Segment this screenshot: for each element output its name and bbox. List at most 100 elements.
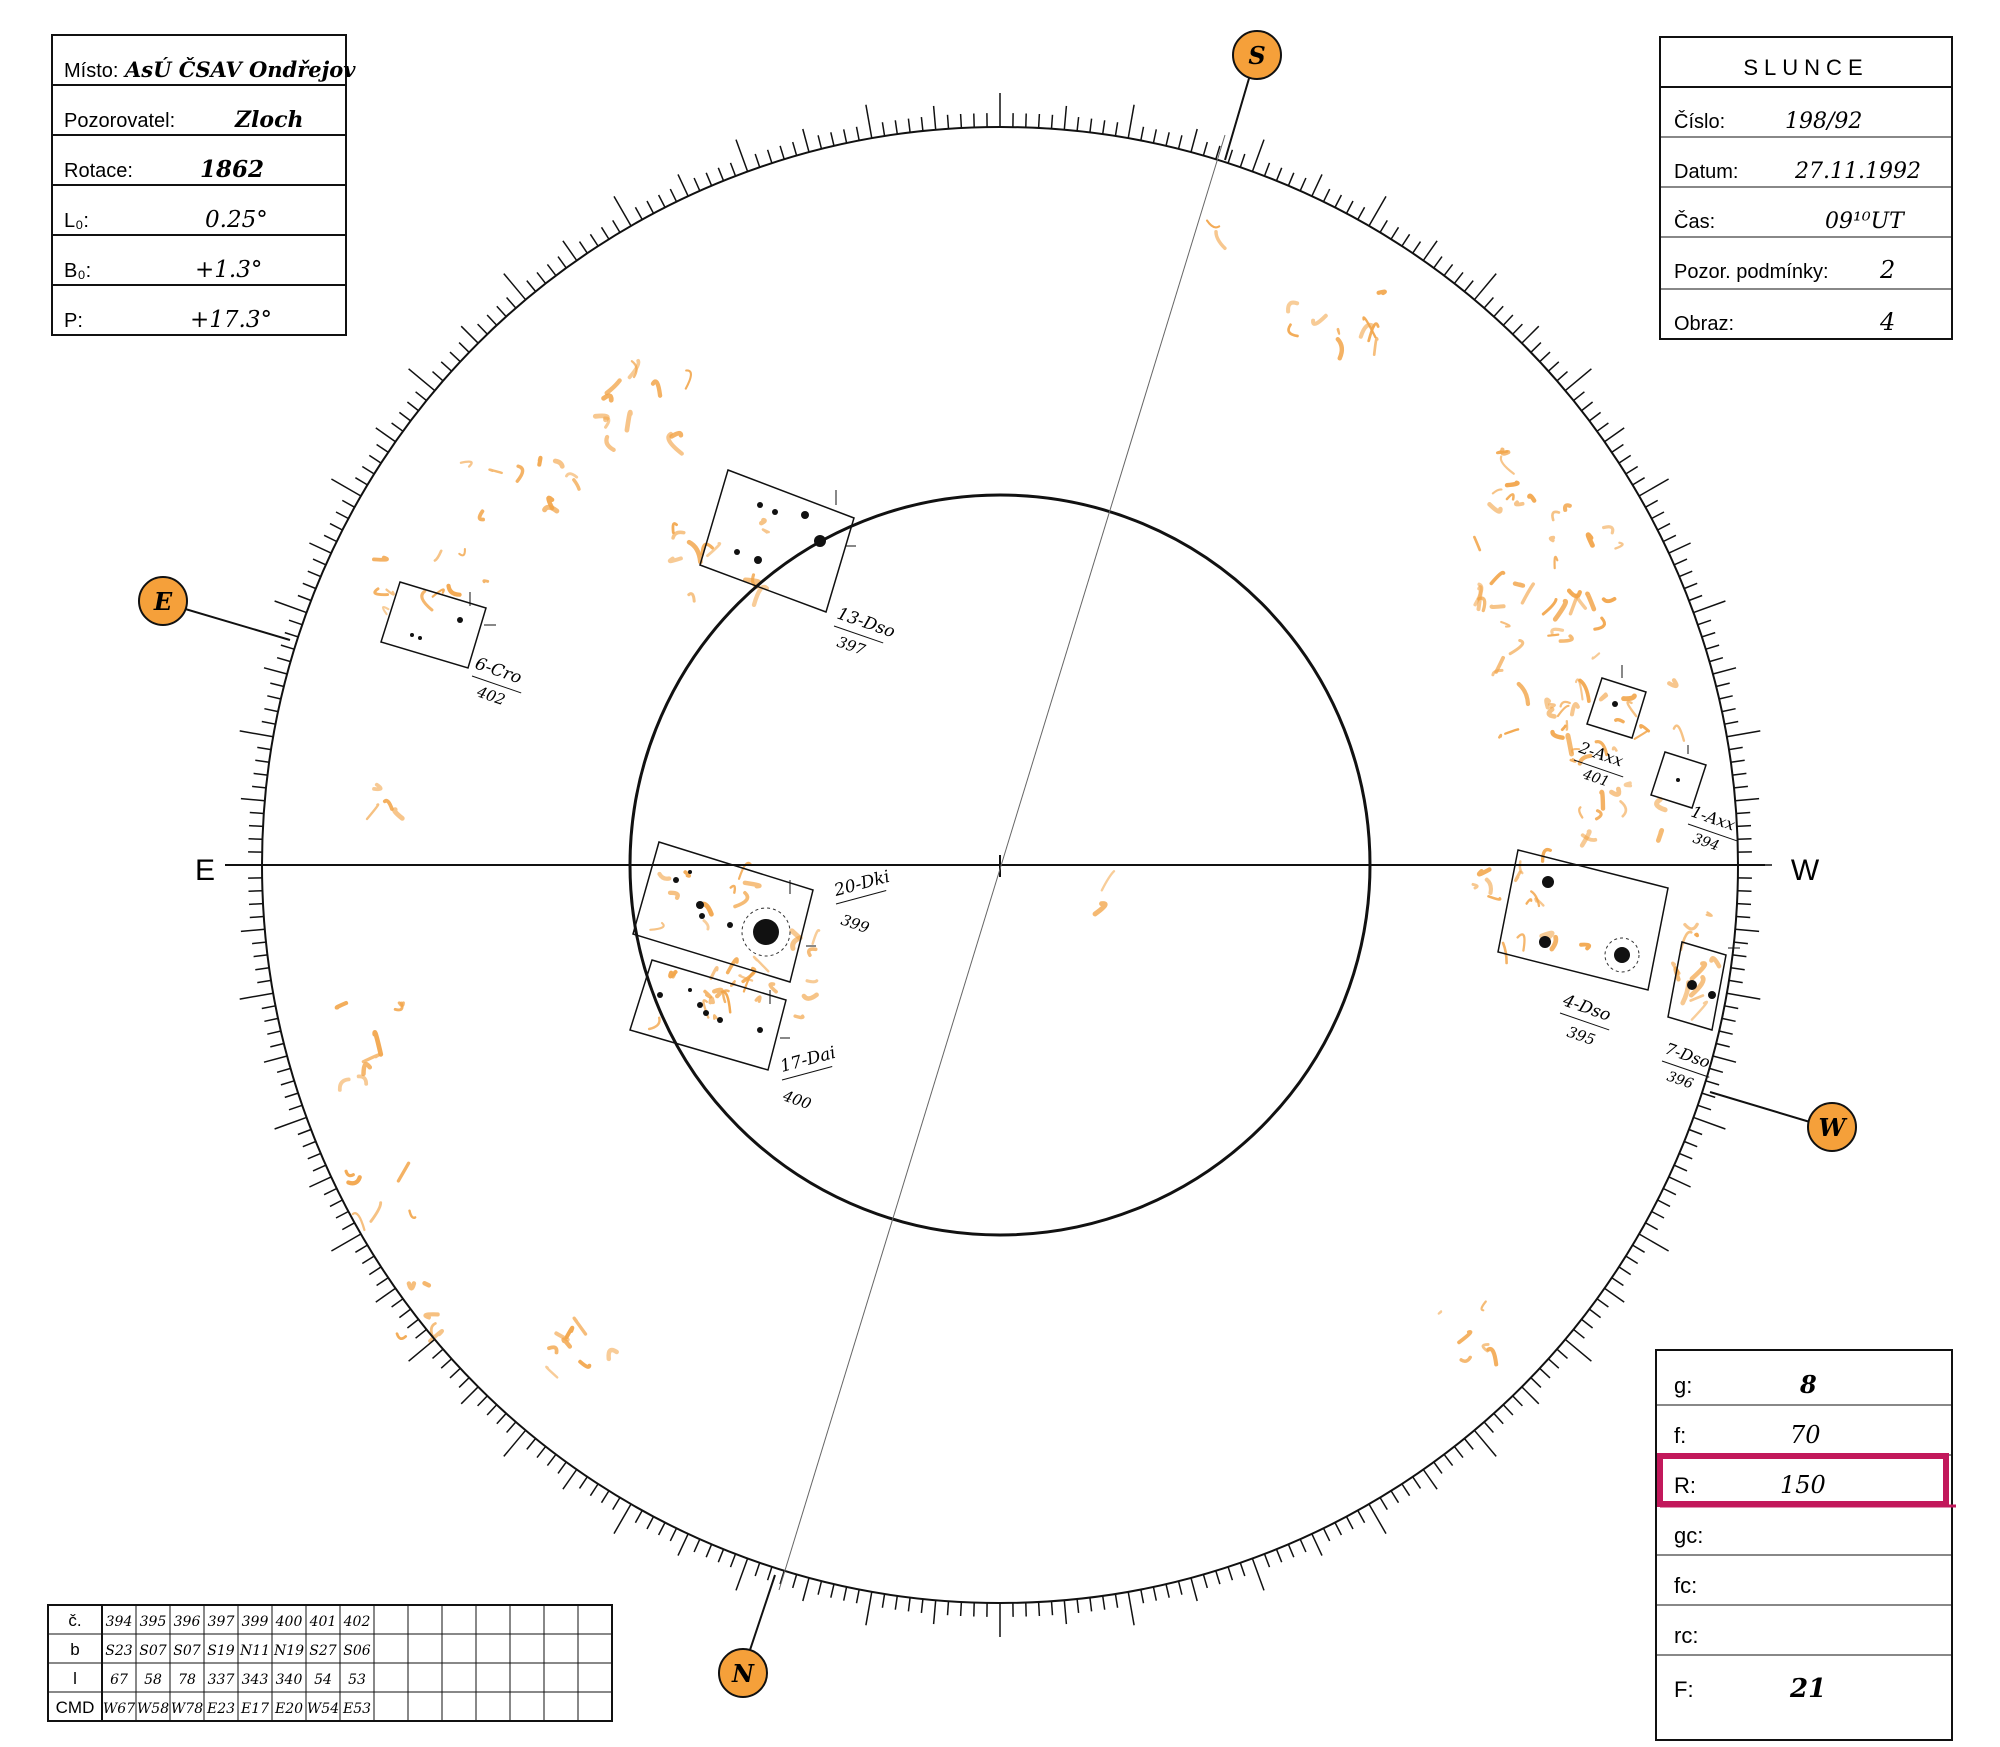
facula-stroke (1571, 747, 1581, 754)
tick-mark (946, 114, 950, 129)
tick-mark (1701, 631, 1716, 638)
facula-stroke (1376, 289, 1387, 296)
tick-mark (1127, 104, 1135, 139)
tick-mark (376, 1277, 389, 1287)
tick-mark (329, 522, 343, 531)
tick-mark (677, 174, 689, 197)
facula-stroke (1541, 598, 1558, 616)
tick-mark (1726, 992, 1761, 1000)
tick-mark (1050, 1601, 1054, 1616)
facula-stroke (1655, 828, 1665, 843)
table-cell: N11 (239, 1643, 270, 1659)
facula-stroke (446, 583, 462, 597)
tick-mark (589, 1483, 599, 1497)
tick-mark (323, 534, 338, 543)
tick-mark (280, 1080, 295, 1086)
tick-mark (1662, 534, 1677, 543)
facula-stroke (1556, 704, 1570, 718)
info-rotation-value: 1862 (200, 156, 264, 183)
tick-mark (276, 1067, 291, 1074)
facula-stroke (561, 1337, 573, 1349)
facula-stroke (1550, 729, 1565, 740)
tick-mark (894, 1595, 899, 1610)
facula-stroke (1476, 867, 1492, 877)
info-datum-value: 27.11.1992 (1794, 159, 1921, 184)
facula-stroke (1599, 789, 1606, 811)
table-row-label: č. (68, 1611, 81, 1630)
facula-stroke (604, 434, 616, 452)
tick-mark (1701, 1092, 1716, 1099)
info-cislo-value: 198/92 (1785, 109, 1862, 134)
tick-mark (307, 570, 321, 578)
table-cell: S19 (207, 1643, 234, 1659)
facula-stroke (702, 919, 710, 931)
tick-mark (855, 1589, 860, 1604)
tick-mark (1101, 1595, 1106, 1610)
tick-mark (1239, 153, 1246, 168)
facula-stroke (1585, 591, 1597, 612)
tick-mark (1718, 1030, 1733, 1035)
tick-mark (1688, 594, 1703, 602)
tick-mark (1618, 454, 1632, 464)
tick-mark (1512, 1395, 1523, 1407)
facula-stroke (423, 1312, 440, 1320)
table-cell: 337 (208, 1672, 235, 1688)
tick-mark (1443, 263, 1454, 277)
facula-stroke (1205, 219, 1221, 229)
group-17-number: 400 (780, 1086, 814, 1113)
count-g-value: 8 (1799, 1370, 1817, 1399)
tick-mark (302, 582, 316, 590)
tick-mark (375, 427, 396, 443)
tick-mark (1736, 811, 1751, 815)
south-pole-marker (1232, 30, 1282, 80)
tick-mark (391, 1298, 404, 1308)
facula-stroke (1694, 932, 1699, 938)
tick-mark (669, 188, 678, 203)
facula-stroke (488, 468, 503, 475)
facula-stroke (1579, 942, 1592, 951)
facula-stroke (1437, 1310, 1443, 1315)
south-pole-marker-label: S (1248, 41, 1265, 70)
tick-mark (717, 167, 725, 181)
tick-mark (249, 915, 264, 919)
tick-mark (1089, 118, 1093, 133)
tick-mark (634, 206, 643, 220)
tick-mark (1693, 600, 1726, 614)
tick-mark (613, 1503, 632, 1534)
info-misto-label: Místo: (64, 60, 118, 82)
tick-mark (264, 707, 279, 713)
facula-stroke (1633, 730, 1649, 740)
tick-mark (1263, 1553, 1271, 1568)
info-rotation-label: Rotace: (64, 160, 133, 182)
tick-mark (253, 954, 268, 958)
tick-mark (1581, 1318, 1594, 1329)
info-b0-label: B₀: (64, 260, 91, 282)
table-cell: W58 (137, 1701, 169, 1717)
tick-mark (1662, 1187, 1677, 1196)
tick-mark (693, 177, 701, 192)
tick-mark (1322, 188, 1331, 203)
tick-mark (1539, 351, 1551, 363)
facula-stroke (604, 378, 622, 396)
tick-mark (865, 104, 873, 139)
table-cell: 399 (242, 1614, 269, 1630)
facula-stroke (546, 495, 555, 511)
tick-mark (1530, 342, 1542, 353)
tick-mark (376, 443, 389, 453)
info-b0-value: +1.3° (195, 257, 262, 283)
tick-mark (1604, 427, 1625, 443)
tick-mark (1651, 1210, 1665, 1219)
facula-stroke (1548, 535, 1556, 543)
facula-stroke (1516, 933, 1526, 952)
tick-mark (646, 1516, 655, 1530)
info-l0-value: 0.25° (205, 207, 268, 233)
facula-stroke (687, 592, 696, 603)
tick-mark (1433, 256, 1443, 269)
tick-mark (341, 1222, 355, 1231)
facula-stroke (1362, 316, 1377, 339)
tick-mark (503, 273, 527, 301)
facula-stroke (754, 995, 762, 1003)
facula-stroke (1539, 930, 1555, 940)
tick-mark (368, 454, 382, 464)
tick-mark (1588, 411, 1602, 422)
